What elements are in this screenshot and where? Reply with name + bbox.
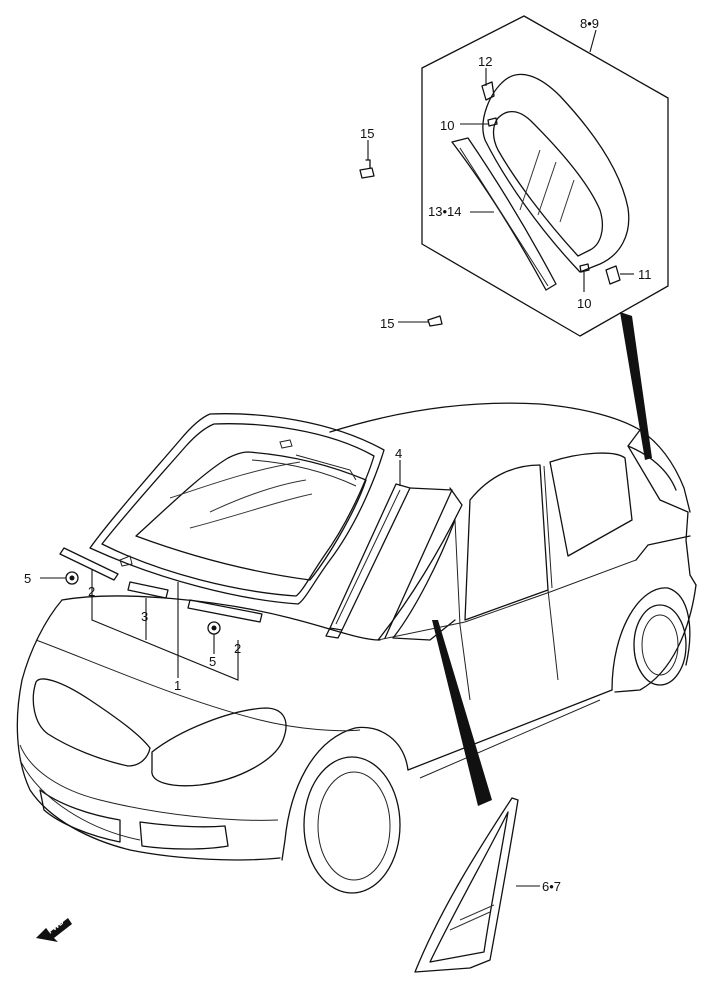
label-2-left: 2 <box>88 584 95 599</box>
label-4: 4 <box>395 446 402 461</box>
side-molding <box>325 483 453 639</box>
label-13-14: 13•14 <box>428 204 461 219</box>
label-8-9: 8•9 <box>580 16 599 31</box>
front-quarter-glass <box>414 797 519 973</box>
label-12: 12 <box>478 54 492 69</box>
label-6-7: 6•7 <box>542 879 561 894</box>
leader-lines <box>40 29 634 887</box>
label-5-left: 5 <box>24 571 31 586</box>
label-2-right: 2 <box>234 641 241 656</box>
callout-labels: 8•9 12 10 15 13•14 11 10 15 4 5 2 3 2 5 … <box>24 16 652 894</box>
label-15-bottom: 15 <box>380 316 394 331</box>
windshield <box>89 413 385 605</box>
clips <box>65 159 443 635</box>
label-3: 3 <box>141 609 148 624</box>
label-11: 11 <box>638 267 652 282</box>
label-15-top: 15 <box>360 126 374 141</box>
car-body <box>16 402 697 894</box>
label-10-bottom: 10 <box>577 296 591 311</box>
pointer-wedges <box>432 312 652 806</box>
quarter-window-assembly <box>421 15 669 337</box>
label-1: 1 <box>174 678 181 693</box>
cowl-parts <box>59 547 263 623</box>
label-10-top: 10 <box>440 118 454 133</box>
label-5-right: 5 <box>209 654 216 669</box>
forward-arrow-icon: FWD <box>36 917 72 942</box>
